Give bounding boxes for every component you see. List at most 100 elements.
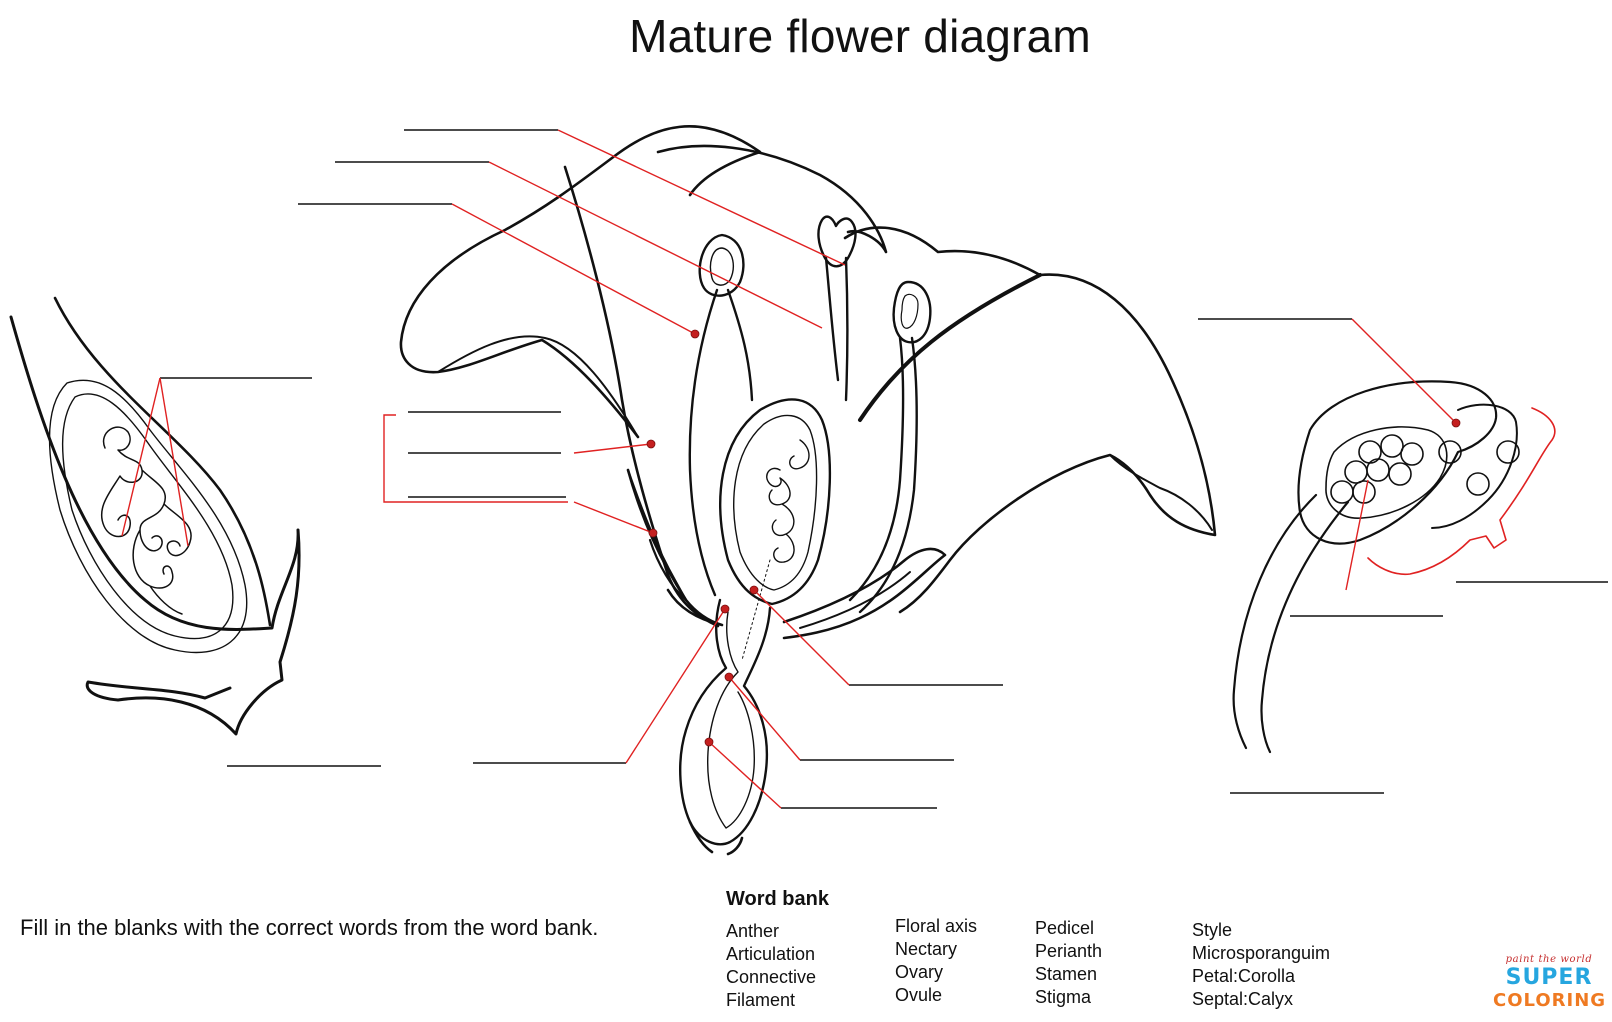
- word-bank-item: Floral axis: [895, 916, 978, 936]
- anther-section-inner-sac: [1325, 426, 1448, 519]
- word-bank-item: Articulation: [726, 944, 816, 964]
- petal-right-tip: [1109, 454, 1213, 531]
- ovary-ovules: [766, 439, 810, 563]
- anther-right: [892, 280, 932, 344]
- pollen-grain: [1496, 440, 1520, 464]
- leader-line: [557, 129, 846, 266]
- label-dot: [648, 528, 658, 538]
- pollen-grain: [1400, 442, 1424, 466]
- perianth-bracket: [383, 414, 568, 503]
- word-bank-item: Ovule: [895, 985, 943, 1005]
- pollen-grain: [1388, 462, 1412, 486]
- leader-line: [451, 203, 696, 335]
- anther-section-outer-sac: [1297, 380, 1498, 545]
- word-bank-item: Anther: [726, 921, 780, 941]
- receptacle-inner: [706, 611, 756, 829]
- word-bank-item: Stamen: [1035, 964, 1098, 984]
- label-dot: [646, 439, 656, 449]
- leader-line: [121, 377, 161, 537]
- answer-blanks: [160, 129, 1608, 809]
- super-coloring-logo: paint the world SUPER COLORING: [1493, 954, 1605, 1016]
- word-bank-item: Perianth: [1035, 941, 1103, 961]
- leader-line: [1345, 479, 1369, 591]
- word-bank-item: Microsporanguim: [1192, 943, 1331, 963]
- style: [824, 256, 849, 402]
- word-bank-item: Septal:Calyx: [1192, 989, 1294, 1009]
- ovule-cluster: [100, 426, 192, 615]
- filament-right: [848, 336, 918, 614]
- anther-cross-section: [1232, 380, 1556, 754]
- perianth-outer-left: [563, 165, 720, 628]
- label-dot: [1451, 418, 1461, 428]
- ovary-wall-outer: [48, 379, 248, 654]
- word-bank-item: Petal:Corolla: [1192, 966, 1296, 986]
- petal-back: [656, 144, 888, 254]
- sepal-right-tip: [799, 571, 911, 629]
- word-bank-column-2: Floral axis Nectary Ovary Ovule: [895, 915, 977, 1007]
- pollen-grain: [1366, 458, 1390, 482]
- word-bank-item: Nectary: [895, 939, 958, 959]
- leader-line: [708, 741, 782, 809]
- receptacle: [679, 598, 772, 846]
- word-bank-item: Connective: [726, 967, 817, 987]
- word-bank-item: Filament: [726, 990, 796, 1010]
- sepal-left-tip: [626, 468, 688, 602]
- leader-line: [488, 161, 823, 329]
- anther-right-pollen: [900, 293, 919, 329]
- flower-drawing: [399, 125, 1217, 856]
- pollen-grain: [1466, 472, 1490, 496]
- floral-axis-dotted: [741, 559, 771, 661]
- page-title: Mature flower diagram: [629, 10, 1091, 62]
- label-dot: [724, 672, 734, 682]
- leader-line: [728, 676, 801, 761]
- ovary-inner-wall: [733, 414, 818, 591]
- word-bank-item: Style: [1192, 920, 1233, 940]
- ovary-wall-inner: [61, 393, 234, 640]
- ovary-section-outline: [9, 315, 301, 736]
- ovary-cross-section: [9, 296, 301, 736]
- word-bank-item: Stigma: [1035, 987, 1092, 1007]
- petal-right-fold: [858, 273, 1042, 422]
- ovary-outline: [719, 398, 832, 606]
- leader-line: [1351, 318, 1457, 424]
- word-bank-item: Pedicel: [1035, 918, 1095, 938]
- pollen-grain: [1380, 434, 1404, 458]
- word-bank-title: Word bank: [726, 888, 829, 910]
- leader-line: [573, 501, 654, 534]
- pollen-grain: [1344, 460, 1368, 484]
- logo-word-coloring: COLORING: [1493, 990, 1607, 1011]
- leader-line: [625, 608, 726, 764]
- label-dot: [690, 329, 700, 339]
- word-bank-column-3: Pedicel Perianth Stamen Stigma: [1035, 917, 1102, 1009]
- label-dot: [704, 737, 714, 747]
- anther-left-inner: [709, 247, 734, 286]
- word-bank-item: Ovary: [895, 962, 944, 982]
- leader-line: [159, 377, 189, 547]
- leader-line: [573, 443, 652, 454]
- word-bank-column-4: Style Microsporanguim Petal:Corolla Sept…: [1192, 919, 1330, 1011]
- filament-left: [688, 288, 754, 597]
- anther-left: [698, 233, 745, 297]
- pollen-grain: [1438, 440, 1462, 464]
- anther-section-bracket: [1367, 407, 1556, 576]
- ovary-section-back-edge: [53, 296, 272, 627]
- pollen-grain: [1330, 480, 1354, 504]
- logo-tagline: paint the world: [1505, 954, 1593, 965]
- label-dots: [646, 329, 1461, 747]
- sepal-left-lower: [626, 468, 724, 627]
- instructions-text: Fill in the blanks with the correct word…: [20, 915, 599, 940]
- stigma: [817, 215, 857, 268]
- leader-lines: [121, 129, 1457, 809]
- logo-word-super: SUPER: [1505, 965, 1593, 990]
- petal-left: [399, 125, 762, 439]
- petal-right: [843, 226, 1217, 614]
- word-bank-column-1: Anther Articulation Connective Filament: [726, 920, 816, 1012]
- label-dot: [749, 585, 759, 595]
- label-dot: [720, 604, 730, 614]
- petal-left-fold: [437, 335, 639, 438]
- anther-section-filament: [1232, 493, 1350, 754]
- pedicel: [688, 820, 744, 856]
- leader-line: [753, 589, 850, 686]
